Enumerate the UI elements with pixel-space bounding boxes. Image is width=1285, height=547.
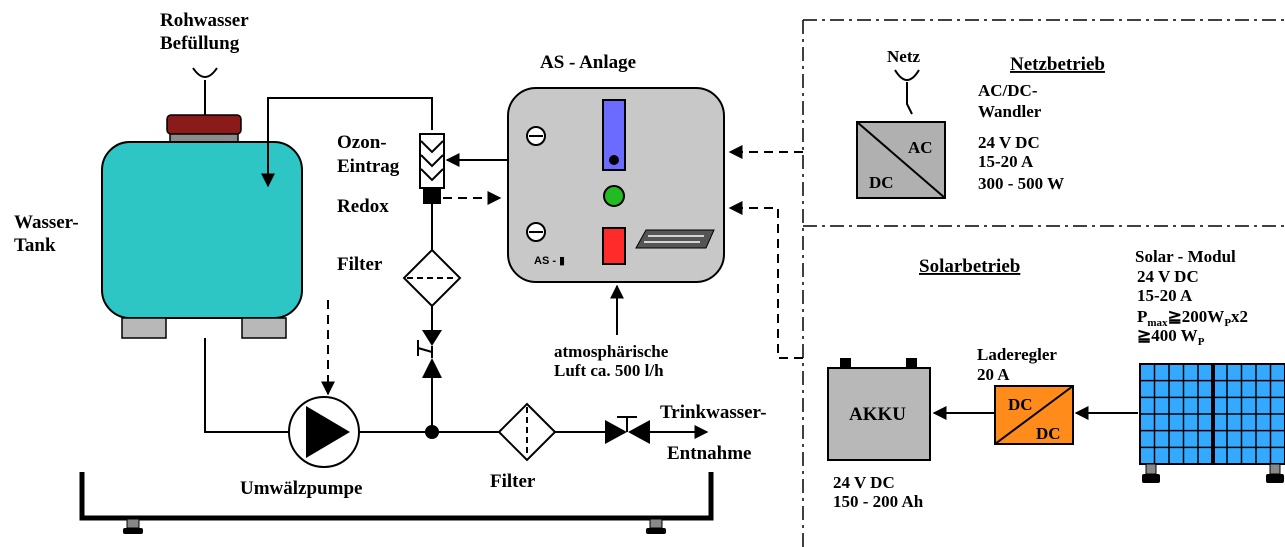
wandler-label-2: Wandler bbox=[978, 102, 1042, 121]
laderegler-current: 20 A bbox=[977, 365, 1010, 384]
solar-panel-icon bbox=[1139, 363, 1285, 465]
reg-dc-label-2: DC bbox=[1036, 424, 1061, 443]
solarbetrieb-title: Solarbetrieb bbox=[919, 256, 1020, 277]
rohwasser-label-2: Befüllung bbox=[160, 33, 240, 54]
frame-foot-right bbox=[649, 518, 663, 529]
solar-power-arrow bbox=[728, 201, 803, 359]
filter-lower-label: Filter bbox=[490, 471, 536, 492]
tank-outlet-pipe bbox=[204, 338, 289, 433]
netz-label: Netz bbox=[887, 47, 920, 66]
rohwasser-label-1: Rohwasser bbox=[160, 10, 249, 31]
akku-capacity: 150 - 200 Ah bbox=[833, 492, 924, 511]
solar-foot-right bbox=[1269, 463, 1281, 475]
wandler-voltage: 24 V DC bbox=[978, 133, 1040, 152]
acdc-diagonal bbox=[856, 121, 946, 199]
status-led bbox=[603, 185, 625, 207]
pump-label: Umwälzpumpe bbox=[240, 478, 362, 499]
solar-foot-right-base bbox=[1266, 474, 1284, 483]
wasser-label-1: Wasser- bbox=[14, 212, 79, 233]
netzbetrieb-title: Netzbetrieb bbox=[1010, 54, 1105, 75]
power-switch bbox=[602, 227, 626, 265]
injector-chevron-3 bbox=[420, 168, 444, 182]
check-valve-icon-2 bbox=[422, 358, 442, 378]
regulator-diagonal bbox=[994, 385, 1074, 445]
tank-foot-left bbox=[121, 317, 167, 339]
injector-chevron-2 bbox=[420, 154, 444, 168]
valve-icon-2 bbox=[628, 420, 650, 444]
netz-plug-icon bbox=[894, 69, 920, 81]
water-tank bbox=[101, 141, 303, 319]
ozone-return-pipe bbox=[267, 97, 433, 186]
check-valve-icon bbox=[422, 330, 442, 346]
base-frame bbox=[79, 472, 714, 521]
tank-foot-right bbox=[241, 317, 287, 339]
wandler-current: 15-20 A bbox=[978, 152, 1034, 171]
injector-chevron-1 bbox=[420, 140, 444, 154]
luft-label-1: atmosphärische bbox=[554, 342, 669, 361]
flowmeter bbox=[602, 99, 626, 171]
ac-label: AC bbox=[908, 138, 933, 157]
luft-label-2: Luft ca. 500 l/h bbox=[554, 361, 664, 380]
valve-icon bbox=[605, 420, 627, 444]
as-device-label: AS - ▮ bbox=[534, 255, 565, 267]
junction-dot bbox=[425, 425, 439, 439]
solar-power: ≧400 WP bbox=[1137, 326, 1205, 348]
as-logo bbox=[635, 229, 715, 249]
dc-label: DC bbox=[869, 173, 894, 192]
solar-pmax: Pmax≧200WPx2 bbox=[1137, 307, 1248, 329]
reg-dc-label-1: DC bbox=[1008, 395, 1033, 414]
battery-icon bbox=[827, 358, 931, 461]
akku-voltage: 24 V DC bbox=[833, 473, 895, 492]
wandler-power: 300 - 500 W bbox=[978, 174, 1064, 193]
check-valve-handle-link bbox=[417, 347, 433, 353]
ozon-label-1: Ozon- bbox=[337, 132, 387, 153]
inlet-funnel-icon bbox=[192, 67, 218, 78]
frame-foot-left bbox=[126, 518, 140, 529]
redox-label: Redox bbox=[337, 196, 389, 217]
as-title: AS - Anlage bbox=[540, 52, 636, 73]
frame-foot-right-base bbox=[646, 528, 666, 534]
wandler-label-1: AC/DC- bbox=[978, 81, 1038, 100]
flowmeter-ball bbox=[609, 155, 619, 165]
redox-sensor bbox=[423, 189, 441, 204]
frame-foot-left-base bbox=[123, 528, 143, 534]
ozon-label-2: Eintrag bbox=[337, 156, 400, 177]
solar-foot-left bbox=[1145, 463, 1157, 475]
solar-current: 15-20 A bbox=[1137, 286, 1193, 305]
wasser-label-2: Tank bbox=[14, 235, 56, 256]
netz-cable bbox=[906, 82, 913, 115]
akku-label: AKKU bbox=[849, 404, 906, 425]
filter-upper-label: Filter bbox=[337, 254, 383, 275]
tank-cap bbox=[166, 114, 242, 135]
trink-label-1: Trinkwasser- bbox=[660, 402, 767, 423]
solar-foot-left-base bbox=[1142, 474, 1160, 483]
laderegler-label: Laderegler bbox=[977, 345, 1057, 364]
solar-label-1: Solar - Modul bbox=[1135, 247, 1236, 266]
pump-icon bbox=[306, 406, 350, 458]
solar-voltage: 24 V DC bbox=[1137, 267, 1199, 286]
trink-label-2: Entnahme bbox=[667, 443, 751, 464]
